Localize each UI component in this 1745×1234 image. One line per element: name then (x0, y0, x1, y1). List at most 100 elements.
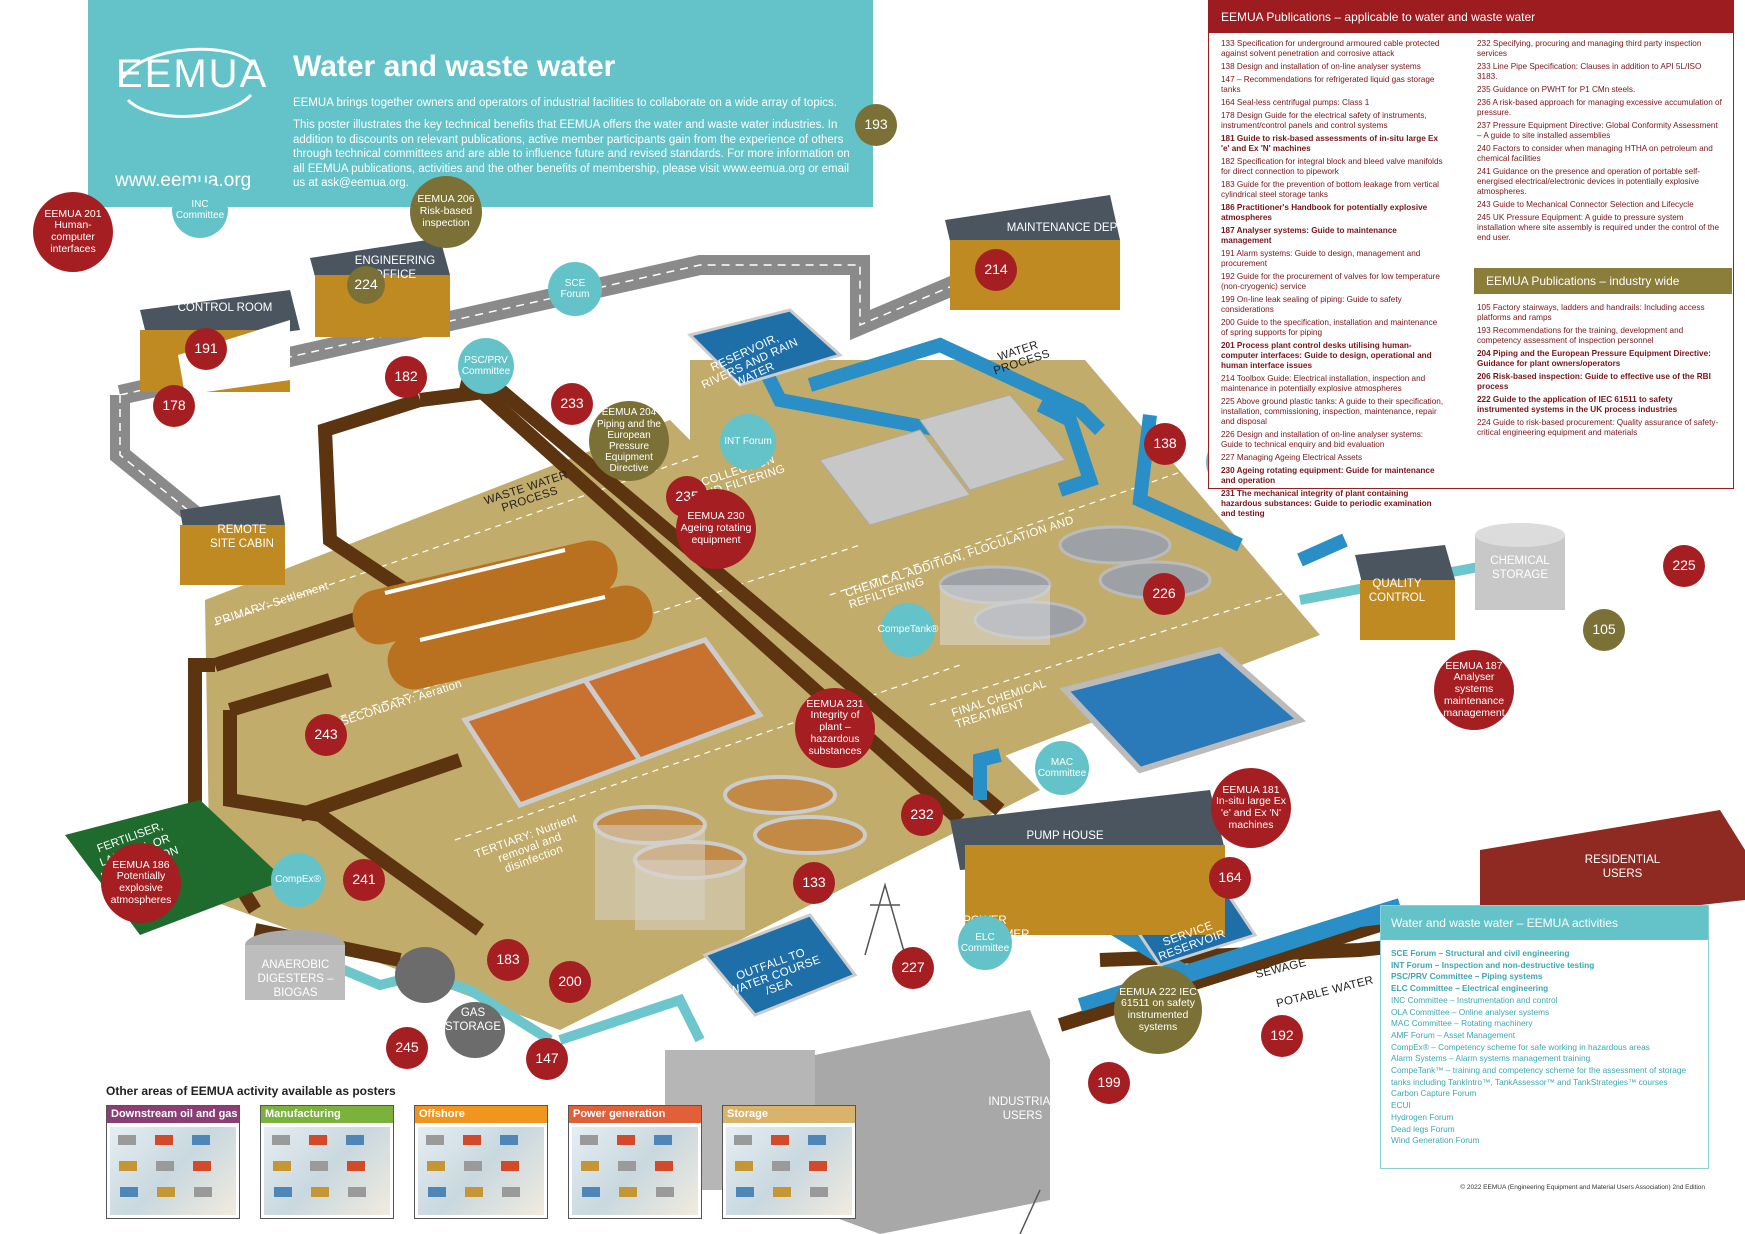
publication-item: 240 Factors to consider when managing HT… (1477, 144, 1713, 163)
control-room-label: CONTROL ROOM (177, 302, 273, 314)
callout-227: 227 (892, 947, 934, 989)
gas-storage-label: GAS STORAGE (444, 1007, 502, 1033)
road-dash (119, 264, 991, 396)
callout-222: EEMUA 222 IEC 61511 on safety instrument… (1114, 966, 1202, 1054)
callout-182: 182 (385, 356, 427, 398)
remote-cabin-building (180, 495, 285, 585)
publication-item: 225 Above ground plastic tanks: A guide … (1221, 397, 1444, 426)
callout-elc: ELC Committee (958, 916, 1012, 970)
outfall-pool (702, 913, 858, 1017)
logo-swoosh (121, 47, 255, 118)
poster-thumbnail[interactable]: Offshore (414, 1105, 548, 1219)
publication-item: 231 The mechanical integrity of plant co… (1221, 489, 1432, 518)
callout-193: 193 (855, 104, 897, 146)
poster-thumbnail[interactable]: Storage (722, 1105, 856, 1219)
activity-item: INC Committee – Instrumentation and cont… (1391, 994, 1558, 1005)
publication-item: 227 Managing Ageing Electrical Assets (1221, 453, 1363, 462)
activities-list: SCE Forum – Structural and civil enginee… (1381, 940, 1708, 1155)
publication-item: 233 Line Pipe Specification: Clauses in … (1477, 62, 1702, 81)
activity-item: PSC/PRV Committee – Piping systems (1391, 971, 1543, 982)
industry-publication-item: 206 Risk-based inspection: Guide to effe… (1477, 372, 1711, 391)
anaerobic-digesters-label: ANAEROBIC DIGESTERS – BIOGAS (257, 959, 334, 999)
activity-item: CompEx® – Competency scheme for safe wor… (1391, 1041, 1650, 1052)
other-posters-title: Other areas of EEMUA activity available … (106, 1084, 396, 1098)
callout-231: EEMUA 231 Integrity of plant – hazardous… (795, 688, 875, 768)
callout-199: 199 (1088, 1062, 1130, 1104)
callout-186: EEMUA 186 Potentially explosive atmosphe… (101, 843, 181, 923)
callout-mac: MAC Committee (1035, 741, 1089, 795)
callout-compex: CompEx® (271, 853, 325, 907)
primary-tanks (352, 540, 653, 690)
activity-item: Wind Generation Forum (1391, 1135, 1480, 1146)
callout-241: 241 (343, 859, 385, 901)
callout-int: INT Forum (720, 414, 776, 470)
copyright: © 2022 EEMUA (Engineering Equipment and … (1460, 1184, 1705, 1191)
industry-publication-item: 224 Guide to risk-based procurement: Qua… (1477, 418, 1719, 437)
website-link[interactable]: www.eemua.org (115, 170, 252, 191)
publications-left-list: 133 Specification for underground armour… (1221, 39, 1446, 522)
callout-138: 138 (1144, 423, 1186, 465)
poster-thumbnail-image (110, 1127, 236, 1215)
poster-thumbnail-label: Downstream oil and gas (107, 1106, 239, 1123)
callout-147: 147 (526, 1038, 568, 1080)
poster-thumbnail-label: Storage (723, 1106, 855, 1123)
activity-item: Dead legs Forum (1391, 1123, 1455, 1134)
publication-item: 191 Alarm systems: Guide to design, mana… (1221, 249, 1421, 268)
publication-item: 243 Guide to Mechanical Connector Select… (1477, 200, 1694, 209)
body-text: This poster illustrates the key technica… (293, 119, 850, 189)
publication-item: 214 Toolbox Guide: Electrical installati… (1221, 374, 1426, 393)
water-pipes (753, 337, 1403, 1012)
poster-thumbnail[interactable]: Manufacturing (260, 1105, 394, 1219)
publication-item: 183 Guide for the prevention of bottom l… (1221, 180, 1440, 199)
publications-panel: EEMUA Publications – applicable to water… (1208, 0, 1734, 518)
poster-thumbnail-image (264, 1127, 390, 1215)
publications-title: EEMUA Publications – applicable to water… (1209, 1, 1733, 33)
poster-thumbnail-image (572, 1127, 698, 1215)
maintenance-depot-building (945, 195, 1120, 310)
primary-divider (214, 454, 701, 626)
callout-230: EEMUA 230 Ageing rotating equipment (676, 489, 756, 569)
activity-item: OLA Committee – Online analyser systems (1391, 1006, 1550, 1017)
aeration-tanks (461, 637, 764, 809)
page-title: Water and waste water (293, 50, 616, 83)
publication-item: 187 Analyser systems: Guide to maintenan… (1221, 226, 1397, 245)
poster-thumbnail-label: Manufacturing (261, 1106, 393, 1123)
publication-item: 235 Guidance on PWHT for P1 CMn steels. (1477, 85, 1636, 94)
publication-item: 236 A risk-based approach for managing e… (1477, 98, 1722, 117)
publication-item: 181 Guide to risk-based assessments of i… (1221, 134, 1439, 153)
callout-181: EEMUA 181 In-situ large Ex 'e' and Ex 'N… (1211, 768, 1291, 848)
activity-item: INT Forum – Inspection and non-destructi… (1391, 959, 1595, 970)
publication-item: 199 On-line leak sealing of piping: Guid… (1221, 295, 1402, 314)
callout-233: 233 (551, 383, 593, 425)
publication-item: 230 Ageing rotating equipment: Guide for… (1221, 466, 1435, 485)
logo: EEMUA (116, 52, 269, 96)
activity-item: SCE Forum – Structural and civil enginee… (1391, 948, 1570, 958)
callout-competank: CompeTank® (878, 603, 938, 657)
poster-thumbnail[interactable]: Downstream oil and gas (106, 1105, 240, 1219)
callout-133: 133 (793, 862, 835, 904)
callout-183: 183 (487, 939, 529, 981)
reservoir-pool (687, 308, 843, 387)
callout-226: 226 (1143, 573, 1185, 615)
residential-users-label: RESIDENTIAL USERS (1584, 854, 1661, 880)
callout-243: 243 (305, 714, 347, 756)
water-tanks (819, 394, 1066, 526)
publication-item: 192 Guide for the procurement of valves … (1221, 272, 1440, 291)
publication-item: 200 Guide to the specification, installa… (1221, 318, 1438, 337)
industry-publication-item: 193 Recommendations for the training, de… (1477, 326, 1684, 345)
tertiary-divider (454, 664, 961, 841)
callout-214: 214 (975, 249, 1017, 291)
publications-industry-list: 105 Factory stairways, ladders and handr… (1477, 303, 1722, 441)
poster-thumbnail[interactable]: Power generation (568, 1105, 702, 1219)
poster-thumbnail-label: Offshore (415, 1106, 547, 1123)
activity-item: AMF Forum – Asset Management (1391, 1029, 1516, 1040)
industry-publication-item: 105 Factory stairways, ladders and handr… (1477, 303, 1705, 322)
chemical-storage-tanks (1475, 523, 1565, 610)
callout-178: 178 (153, 385, 195, 427)
poster-thumbnail-image (418, 1127, 544, 1215)
poster-thumbnail-label: Power generation (569, 1106, 701, 1123)
callout-192: 192 (1261, 1015, 1303, 1057)
callout-225: 225 (1663, 545, 1705, 587)
activity-item: MAC Committee – Rotating machinery (1391, 1018, 1533, 1029)
